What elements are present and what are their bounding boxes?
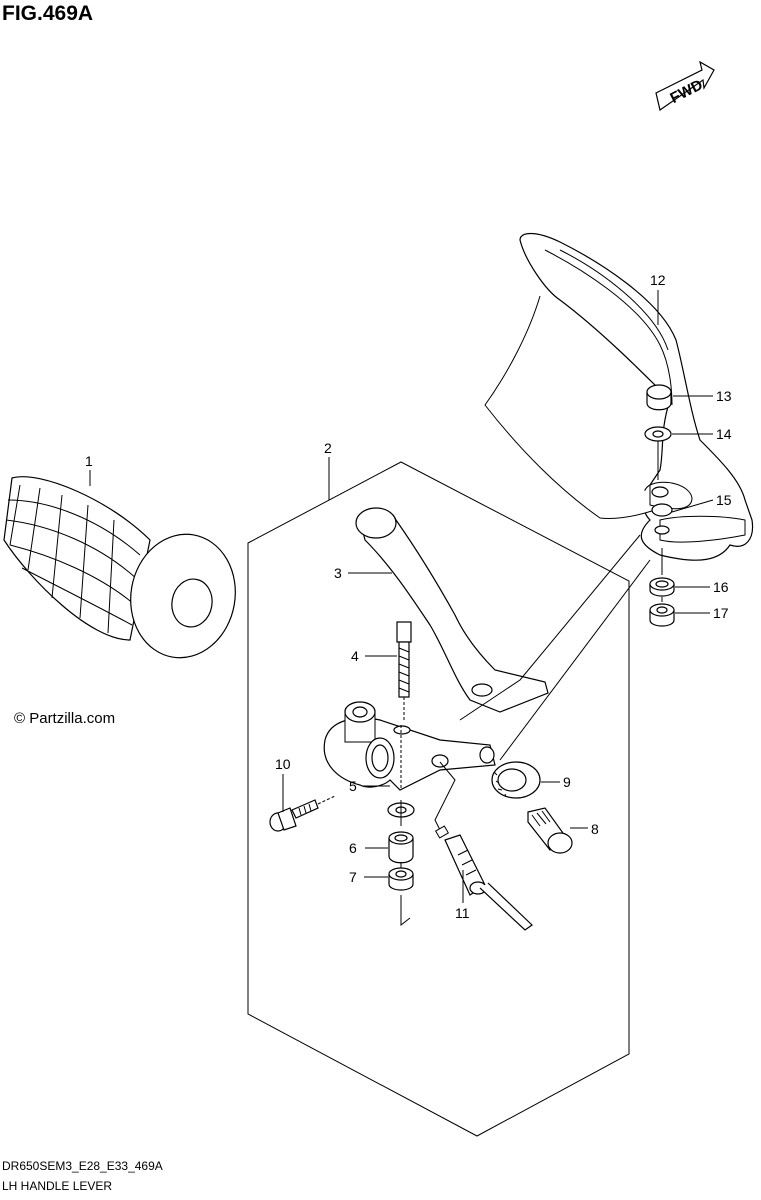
part-nut-7: [388, 867, 414, 891]
callout-numbers: 1 2 3 4 5 6 7 8 9 10 11 12 13 14 15 16 1…: [85, 272, 732, 921]
figure-code: DR650SEM3_E28_E33_469A: [2, 1159, 163, 1173]
part-adjuster-nut-9: [491, 761, 541, 799]
part-cable-11: [434, 761, 533, 931]
callout-13: 13: [716, 388, 732, 404]
part-grip: [3, 476, 236, 659]
part-cap-13: [646, 384, 672, 411]
callout-17: 17: [713, 605, 729, 621]
part-washer-16: [649, 577, 675, 597]
callout-3: 3: [334, 565, 342, 581]
callout-5: 5: [349, 778, 357, 794]
callout-11: 11: [455, 905, 470, 921]
part-collar-15: [651, 503, 673, 517]
callout-8: 8: [591, 821, 599, 837]
callout-14: 14: [716, 426, 732, 442]
leader-lines: [89, 290, 714, 903]
callout-1: 1: [85, 453, 93, 469]
figure-title: FIG.469A: [2, 2, 94, 25]
fwd-arrow-icon: FWD: [655, 60, 715, 111]
part-hand-guard: [484, 232, 754, 561]
callout-9: 9: [563, 774, 571, 790]
assembly-outline: [247, 461, 630, 1137]
figure-caption: LH HANDLE LEVER: [2, 1179, 113, 1193]
part-pivot-bolt: [396, 621, 412, 720]
callout-7: 7: [349, 869, 357, 885]
part-adjuster-bolt-8: [527, 807, 573, 854]
part-lever: [355, 507, 549, 713]
callout-2: 2: [324, 440, 332, 456]
callout-15: 15: [716, 492, 732, 508]
part-spacer-6: [388, 831, 414, 864]
part-washer-14: [644, 426, 672, 442]
callout-6: 6: [349, 840, 357, 856]
part-lever-holder: [323, 701, 496, 791]
part-bolt-10: [269, 795, 336, 832]
callout-16: 16: [713, 579, 729, 595]
callout-12: 12: [650, 272, 666, 288]
copyright-notice: © Partzilla.com: [14, 710, 115, 727]
callout-10: 10: [275, 756, 291, 772]
callout-4: 4: [351, 648, 359, 664]
part-nut-17: [649, 603, 675, 627]
